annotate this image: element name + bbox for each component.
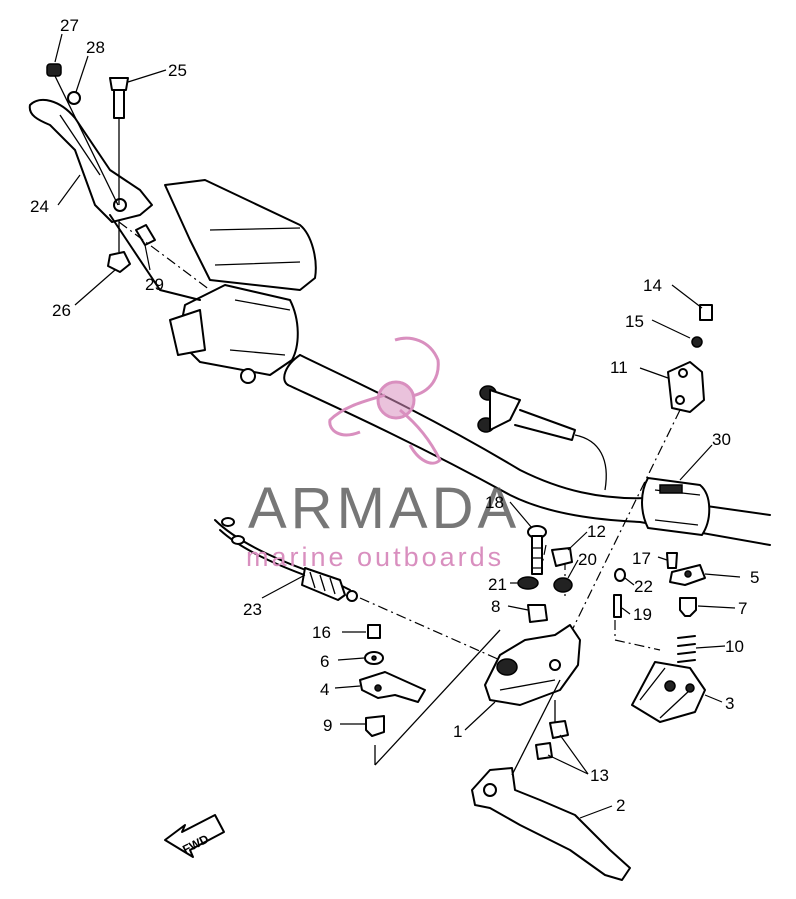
watermark-tagline: marine outboards: [246, 542, 504, 572]
watermark-brand: ARMADA: [248, 476, 520, 541]
bolt-18: [527, 525, 547, 575]
lever-holder-1: [484, 624, 581, 706]
screw-14-icon: [699, 304, 713, 321]
callout-3: 3: [725, 694, 734, 713]
watermark: ARMADA marine outboards: [246, 336, 520, 572]
bracket-4-icon: [359, 671, 426, 703]
callout-9: 9: [323, 716, 332, 735]
callout-5: 5: [750, 568, 759, 587]
housing-screw-icon: [240, 368, 256, 384]
callout-13: 13: [590, 766, 609, 785]
nut-26-icon: [107, 251, 131, 273]
callout-11: 11: [610, 358, 628, 377]
callout-29: 29: [145, 275, 164, 294]
cable-bracket-parts: [359, 624, 426, 737]
callout-12: 12: [587, 522, 606, 541]
washer-15-icon: [691, 336, 703, 348]
callout-10: 10: [725, 637, 744, 656]
screw-17-icon: [666, 552, 678, 569]
right-switch-30: [641, 477, 711, 536]
fwd-arrow: FWD: [164, 814, 225, 858]
callout-6: 6: [320, 652, 329, 671]
callout-labels: 27 28 25 24 29 26 14 15 11 30 18 12 20 1…: [30, 16, 759, 815]
pin-19-icon: [613, 594, 622, 618]
callout-16: 16: [312, 623, 331, 642]
propeller-logo-icon: [328, 336, 442, 465]
nut-13-icon: [535, 742, 553, 760]
callout-7: 7: [738, 599, 747, 618]
lever-2: [471, 679, 631, 881]
callout-2: 2: [616, 796, 625, 815]
callout-4: 4: [320, 680, 329, 699]
callout-21: 21: [488, 575, 507, 594]
callout-26: 26: [52, 301, 71, 320]
handlebar: [283, 354, 771, 546]
bracket-hole-icon: [675, 395, 685, 405]
callout-27: 27: [60, 16, 79, 35]
spring-10-icon: [677, 635, 696, 663]
nut-13-icon: [549, 720, 569, 739]
bracket-hole-icon: [678, 368, 688, 378]
callout-14: 14: [643, 276, 662, 295]
callout-23: 23: [243, 600, 262, 619]
callout-28: 28: [86, 38, 105, 57]
switch-housing-3: [631, 661, 706, 723]
screw-7-icon: [679, 597, 697, 617]
left-fasteners: [46, 63, 156, 273]
screw-29-icon: [135, 224, 156, 246]
switch-button-icon: [659, 484, 683, 494]
callout-17: 17: [632, 549, 651, 568]
bolt-27-icon: [46, 63, 62, 77]
leader-lines: [54, 33, 741, 819]
washer-28-icon: [67, 91, 81, 105]
screw-9-icon: [365, 715, 385, 737]
nuts-13: [535, 700, 569, 760]
bracket-11: [667, 304, 713, 413]
callout-20: 20: [578, 550, 597, 569]
callout-24: 24: [30, 197, 49, 216]
left-lever-assembly: [28, 98, 201, 301]
collar-8-icon: [527, 604, 548, 623]
wire-connectors: [477, 385, 607, 491]
washer-21-icon: [517, 576, 539, 590]
callout-8: 8: [491, 597, 500, 616]
right-small-parts: [613, 552, 706, 663]
screw-12-icon: [551, 547, 573, 567]
bolt-25-icon: [113, 89, 125, 119]
callout-19: 19: [633, 605, 652, 624]
callout-15: 15: [625, 312, 644, 331]
callout-25: 25: [168, 61, 187, 80]
callout-18: 18: [485, 493, 504, 512]
callout-22: 22: [634, 577, 653, 596]
small-fasteners: [517, 547, 573, 623]
switch-cable-23: [214, 517, 358, 602]
callout-30: 30: [712, 430, 731, 449]
spring-20-icon: [553, 577, 573, 593]
left-switch-housing: [164, 179, 317, 384]
pin-22-icon: [614, 568, 626, 582]
callout-1: 1: [453, 722, 462, 741]
screw-16-icon: [367, 624, 381, 639]
